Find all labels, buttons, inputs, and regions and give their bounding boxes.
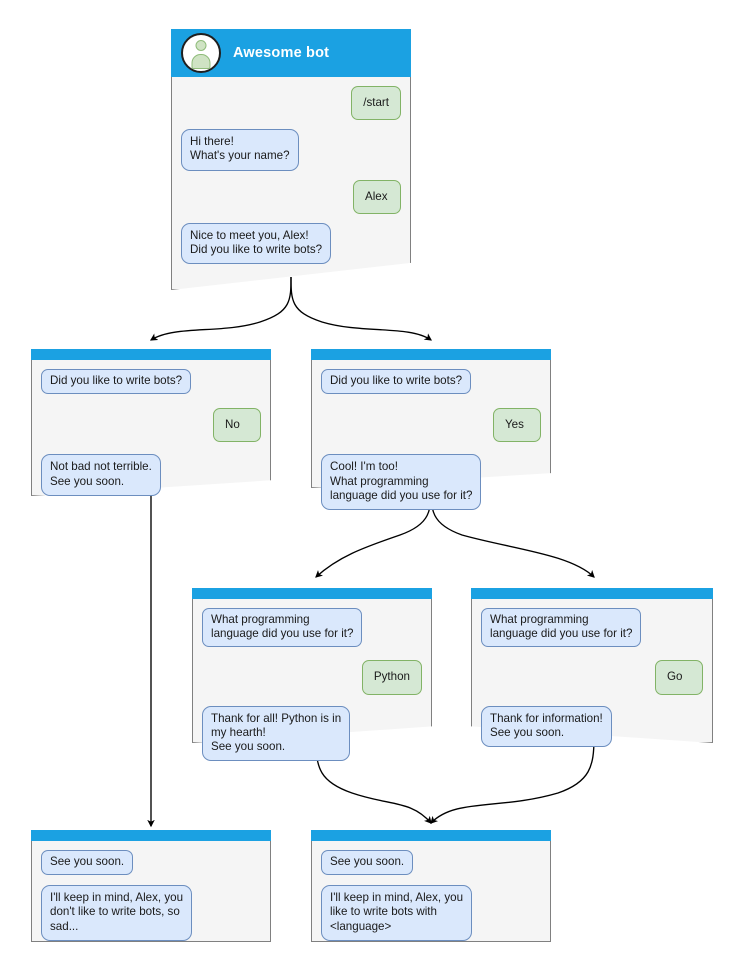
chat-row: Did you like to write bots?	[321, 369, 541, 395]
bot-message: I'll keep in mind, Alex, you like to wri…	[321, 885, 473, 941]
node-prompt: See you soon.	[321, 850, 414, 876]
bot-message: Nice to meet you, Alex! Did you like to …	[181, 222, 332, 265]
chat-row: See you soon.	[321, 850, 541, 876]
node-prompt: What programming language did you use fo…	[481, 608, 642, 648]
user-message[interactable]: Alex	[353, 179, 401, 214]
person-avatar-icon	[181, 33, 221, 73]
node-titlebar	[311, 830, 551, 841]
user-message[interactable]: Python	[361, 660, 422, 695]
chat-row: Python	[202, 660, 422, 695]
chat-row: Thank for information! See you soon.	[481, 705, 703, 748]
node-end-happy[interactable]: See you soon. I'll keep in mind, Alex, y…	[311, 830, 551, 942]
node-root-chat: /start Hi there! What's your name? Alex …	[171, 77, 411, 265]
user-message[interactable]: Yes	[493, 408, 541, 443]
node-titlebar	[31, 349, 271, 360]
chat-row: What programming language did you use fo…	[202, 608, 422, 648]
node-titlebar	[192, 588, 432, 599]
chat-row: Go	[481, 660, 703, 695]
bot-message: Hi there! What's your name?	[181, 129, 299, 171]
node-python-branch[interactable]: What programming language did you use fo…	[192, 588, 432, 762]
node-titlebar	[31, 830, 271, 841]
node-yes-branch[interactable]: Did you like to write bots? Yes Cool! I'…	[311, 349, 551, 511]
chat-row: Thank for all! Python is in my hearth! S…	[202, 705, 422, 762]
bot-message: I'll keep in mind, Alex, you don't like …	[41, 885, 193, 941]
chat-row: I'll keep in mind, Alex, you like to wri…	[321, 885, 541, 941]
node-prompt: See you soon.	[41, 850, 134, 876]
node-titlebar	[311, 349, 551, 360]
bot-message: Not bad not terrible. See you soon.	[41, 454, 161, 496]
chat-row: I'll keep in mind, Alex, you don't like …	[41, 885, 261, 941]
chat-row: Did you like to write bots?	[41, 369, 261, 395]
bot-name-label: Awesome bot	[233, 45, 330, 61]
chat-row: Cool! I'm too! What programming language…	[321, 454, 541, 511]
chat-row: No	[41, 408, 261, 443]
chat-row: What programming language did you use fo…	[481, 608, 703, 648]
node-root[interactable]: Awesome bot /start Hi there! What's your…	[171, 29, 411, 290]
node-titlebar	[471, 588, 713, 599]
user-message[interactable]: /start	[351, 86, 401, 121]
user-message[interactable]: No	[213, 408, 261, 443]
bot-message: Thank for information! See you soon.	[481, 705, 612, 748]
chat-row: Yes	[321, 408, 541, 443]
node-no-branch[interactable]: Did you like to write bots? No Not bad n…	[31, 349, 271, 496]
node-prompt: Did you like to write bots?	[41, 369, 192, 395]
node-end-sad[interactable]: See you soon. I'll keep in mind, Alex, y…	[31, 830, 271, 942]
chat-row: See you soon.	[41, 850, 261, 876]
node-prompt: What programming language did you use fo…	[202, 608, 363, 648]
bot-message: Cool! I'm too! What programming language…	[321, 454, 482, 511]
node-root-titlebar: Awesome bot	[171, 29, 411, 77]
node-go-branch[interactable]: What programming language did you use fo…	[471, 588, 713, 748]
chat-row: /start	[181, 86, 401, 121]
chat-row: Nice to meet you, Alex! Did you like to …	[181, 222, 401, 265]
user-message[interactable]: Go	[655, 660, 703, 695]
chat-row: Hi there! What's your name?	[181, 129, 401, 171]
chat-row: Not bad not terrible. See you soon.	[41, 454, 261, 496]
node-prompt: Did you like to write bots?	[321, 369, 472, 395]
bot-message: Thank for all! Python is in my hearth! S…	[202, 705, 351, 762]
chat-row: Alex	[181, 179, 401, 214]
